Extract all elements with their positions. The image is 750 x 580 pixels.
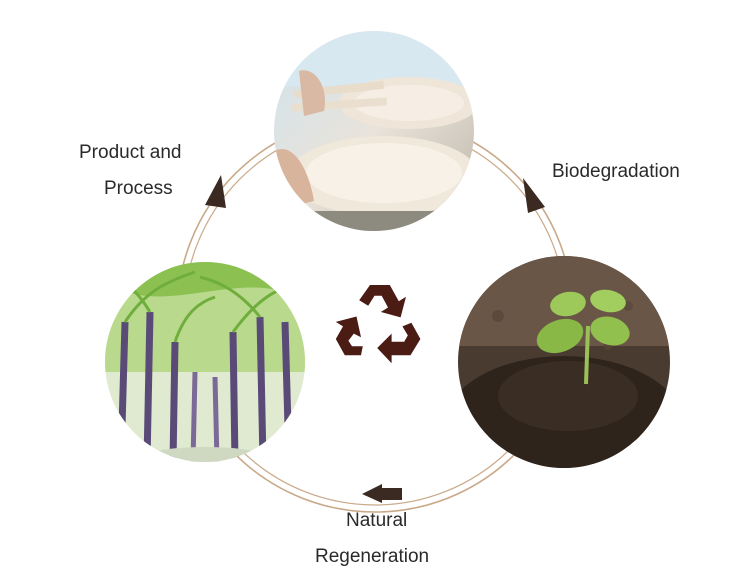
arrow-down-right-icon: [523, 178, 545, 213]
label-biodegradation: Biodegradation: [552, 162, 680, 181]
sugarcane-field-photo: [105, 262, 305, 462]
disposable-plates-photo: [274, 31, 474, 231]
label-product-line2: Process: [79, 179, 199, 198]
arrow-left-icon: [362, 484, 382, 503]
recycle-icon: [334, 276, 424, 366]
arrow-up-icon: [205, 175, 226, 208]
label-natural-regeneration: Natural Regeneration: [315, 511, 429, 566]
label-natural: Natural: [315, 511, 429, 530]
soil-seedling-photo: [458, 256, 670, 468]
label-product-line1: Product and: [79, 143, 199, 162]
label-product-and-process: Product and Process: [79, 143, 199, 198]
label-regeneration: Regeneration: [315, 547, 429, 566]
